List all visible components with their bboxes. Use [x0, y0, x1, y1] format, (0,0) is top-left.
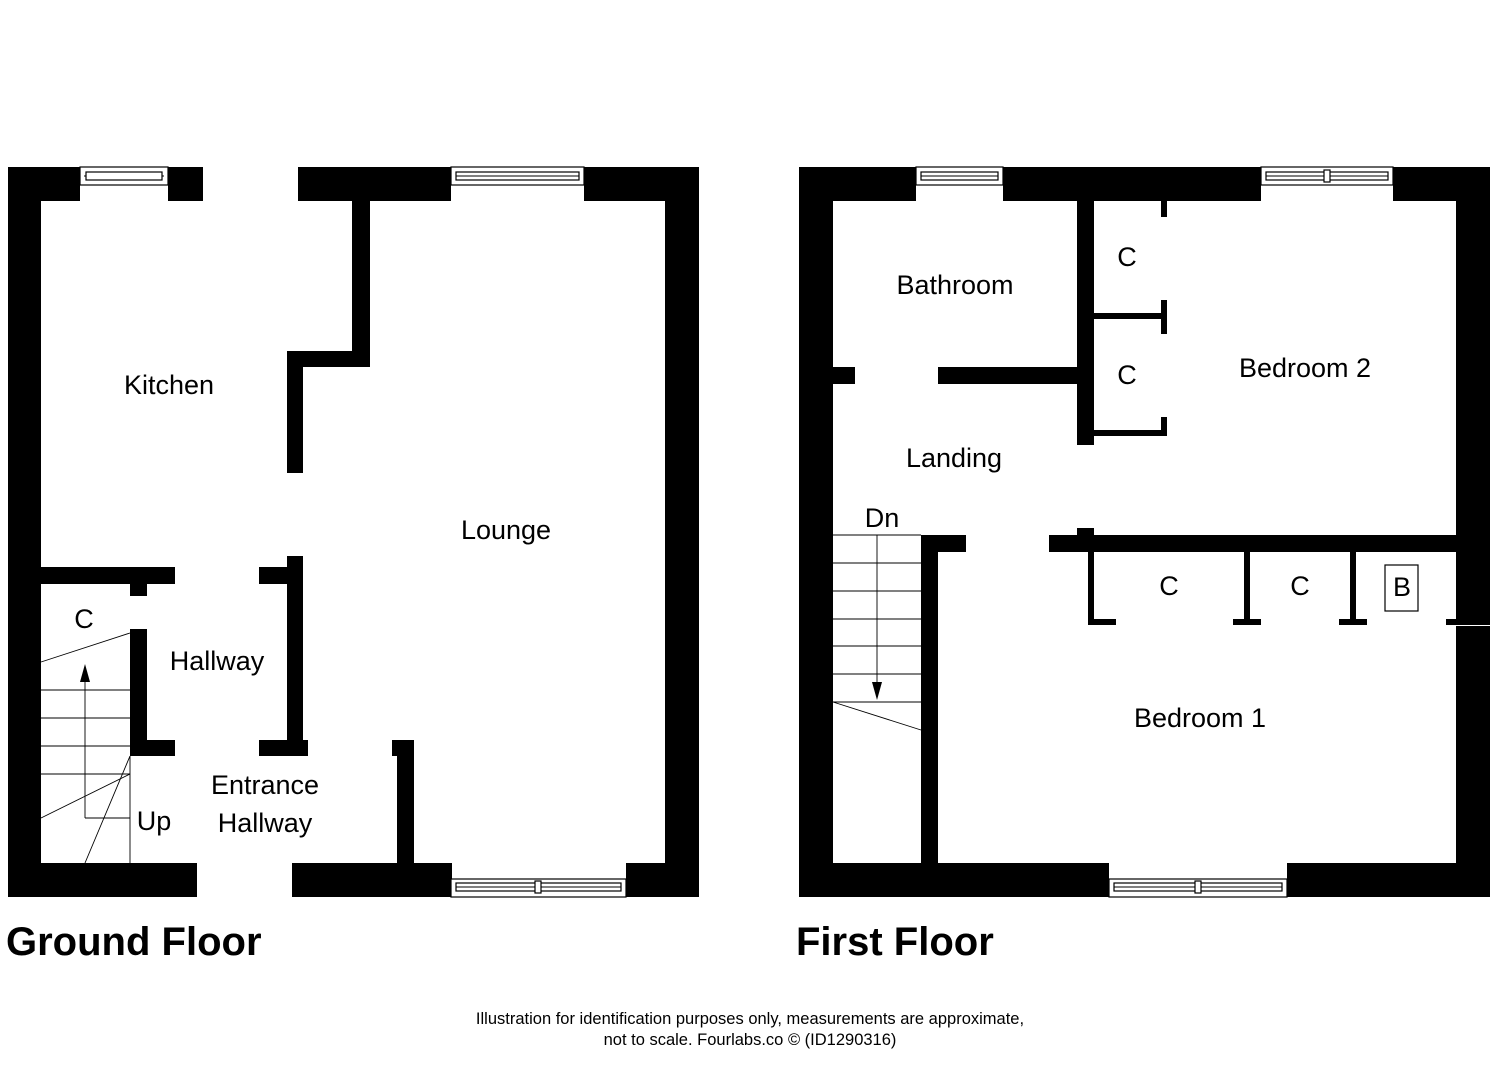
- entrance-hallway-label-line1: Entrance: [211, 770, 319, 800]
- wall: [1233, 619, 1261, 625]
- cupboard-label: C: [1117, 242, 1137, 272]
- wall: [292, 863, 452, 897]
- wall: [1003, 167, 1261, 201]
- wall: [287, 351, 303, 473]
- wall: [1161, 300, 1167, 334]
- ground-floor-title: Ground Floor: [6, 920, 262, 964]
- wall: [130, 567, 147, 596]
- wall: [397, 740, 414, 897]
- wall: [168, 167, 203, 201]
- wall: [1244, 552, 1250, 624]
- wall: [298, 167, 451, 201]
- wall: [41, 567, 175, 584]
- arrow-down-icon: [872, 682, 882, 700]
- window: [450, 166, 585, 186]
- disclaimer-line1: Illustration for identification purposes…: [475, 1010, 1025, 1028]
- wall: [1456, 167, 1490, 621]
- bathroom-label: Bathroom: [896, 270, 1013, 300]
- wall: [1077, 201, 1094, 445]
- wall: [259, 740, 308, 756]
- wall: [130, 629, 147, 756]
- wall: [626, 863, 699, 897]
- bedroom1-label: Bedroom 1: [1134, 703, 1266, 733]
- boiler-box: [1384, 564, 1419, 612]
- window: [1108, 878, 1288, 898]
- wall: [1077, 528, 1094, 538]
- ground-floor-plan: Kitchen Lounge C Hallway Entrance Hallwa…: [6, 166, 699, 964]
- window: [450, 878, 627, 898]
- wall: [799, 863, 1109, 897]
- hallway-label: Hallway: [170, 646, 265, 676]
- stairs-up-label: Up: [137, 806, 172, 836]
- wall: [1088, 552, 1094, 624]
- cupboard-label: C: [1117, 360, 1137, 390]
- lounge-label: Lounge: [461, 515, 551, 545]
- wall: [799, 167, 833, 367]
- wall: [1049, 535, 1456, 552]
- wall: [1094, 313, 1166, 319]
- wall: [1456, 626, 1490, 897]
- wall: [799, 367, 833, 897]
- boiler-label: B: [1393, 572, 1411, 602]
- wall: [1350, 552, 1356, 624]
- arrow-up-icon: [80, 664, 90, 682]
- entrance-hallway-label-line2: Hallway: [218, 808, 313, 838]
- wall: [352, 201, 370, 367]
- window: [79, 166, 169, 186]
- wall: [287, 556, 303, 756]
- bedroom2-label: Bedroom 2: [1239, 353, 1371, 383]
- wall: [1161, 417, 1167, 436]
- wall: [1088, 619, 1116, 625]
- disclaimer: Illustration for identification purposes…: [0, 1009, 1495, 1051]
- window: [915, 166, 1004, 186]
- wall: [665, 167, 699, 897]
- staircase: [832, 534, 922, 731]
- cupboard-label: C: [1290, 571, 1310, 601]
- wall: [1339, 619, 1367, 625]
- staircase: [40, 632, 131, 864]
- stairs-down-label: Dn: [865, 503, 900, 533]
- wall: [938, 367, 1094, 384]
- wall: [130, 740, 175, 756]
- cupboard-label: C: [1159, 571, 1179, 601]
- landing-label: Landing: [906, 443, 1002, 473]
- cupboard-label: C: [74, 604, 94, 634]
- wall: [1094, 430, 1166, 436]
- window: [1260, 166, 1394, 186]
- wall: [1161, 201, 1167, 217]
- wall: [287, 351, 370, 367]
- wall: [921, 535, 938, 863]
- first-floor-plan: Bathroom C C Bedroom 2 Landing Dn C C B …: [796, 166, 1490, 964]
- wall: [1446, 619, 1490, 625]
- wall: [8, 167, 41, 897]
- wall: [1287, 863, 1490, 897]
- disclaimer-line2: not to scale. Fourlabs.co © (ID1290316): [603, 1031, 897, 1049]
- kitchen-label: Kitchen: [124, 370, 214, 400]
- wall: [8, 863, 197, 897]
- first-floor-title: First Floor: [796, 920, 994, 964]
